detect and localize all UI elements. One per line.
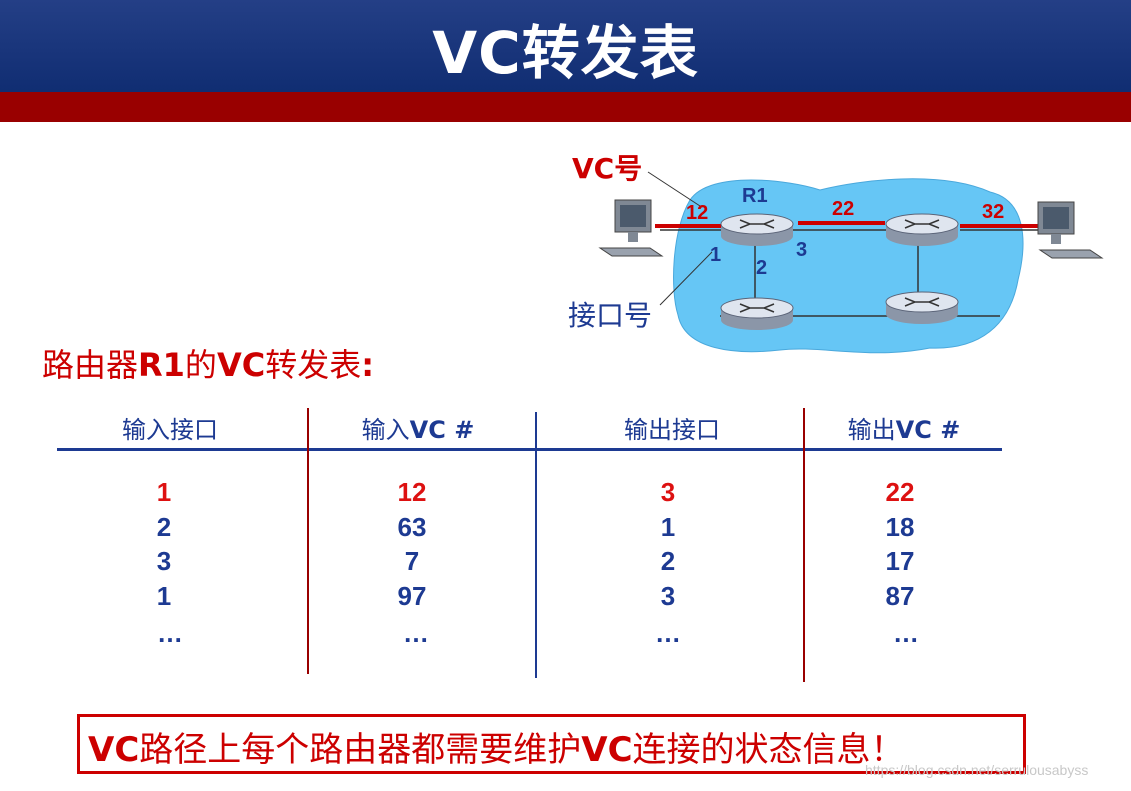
table-cell: 22 <box>885 477 915 507</box>
vc-mid-label: 22 <box>832 198 854 220</box>
header-out-vc: 输出VC # <box>794 410 1014 445</box>
title-stripe <box>0 92 1131 122</box>
host-computer-icon <box>1037 201 1104 259</box>
table-cell: 2 <box>660 546 676 576</box>
svg-text:32: 32 <box>982 201 1004 223</box>
table-cell: 1 <box>156 581 172 611</box>
table-cell: … <box>655 618 681 648</box>
note-box <box>77 714 1026 774</box>
svg-text:1: 1 <box>710 244 721 266</box>
title-bar <box>0 0 1131 92</box>
caption-suffix: 转发表 <box>265 346 362 384</box>
router-r1-icon <box>720 213 794 246</box>
table-caption: 路由器R1的VC转发表: <box>42 340 374 386</box>
port-1-label: 1 <box>710 244 721 266</box>
table-cell: 18 <box>885 512 915 542</box>
table-cell: … <box>403 618 429 648</box>
note-text: VC路径上每个路由器都需要维护VC连接的状态信息！ <box>88 722 905 771</box>
header-out-vc-bold: VC # <box>895 416 961 444</box>
table-cell: … <box>893 618 919 648</box>
table-cell: 3 <box>156 546 172 576</box>
note-text-part: 路径上每个路由器都需要维护 <box>139 730 582 770</box>
table-cell: 63 <box>397 512 427 542</box>
svg-text:3: 3 <box>796 239 807 261</box>
svg-text:22: 22 <box>832 198 854 220</box>
column-divider <box>803 408 805 682</box>
table-cell: 3 <box>660 581 676 611</box>
header-underline <box>57 448 1002 451</box>
header-in-interface: 输入接口 <box>122 416 218 444</box>
note-text-part: 连接的状态信息！ <box>632 730 905 770</box>
header-out-vc-prefix: 输出 <box>847 416 896 444</box>
network-diagram: VC号 接口号 R1 12 22 32 1 2 3 <box>568 152 1104 354</box>
header-in-vc-prefix: 输入 <box>361 416 410 444</box>
router-icon <box>885 291 959 324</box>
vc-out-label: 32 <box>982 201 1004 223</box>
table-cell: 17 <box>885 546 915 576</box>
svg-text:VC号: VC号 <box>572 152 642 185</box>
table-cell: 3 <box>660 477 676 507</box>
table-cell: 97 <box>397 581 427 611</box>
table-cell: 7 <box>404 546 420 576</box>
caption-mid: 的 <box>184 346 217 384</box>
port-3-label: 3 <box>796 239 807 261</box>
watermark: https://blog.csdn.net/serrulousabyss <box>865 762 1089 778</box>
svg-text:2: 2 <box>756 257 767 279</box>
vc-in-label: 12 <box>686 202 708 224</box>
caption-prefix: 路由器 <box>42 346 139 384</box>
svg-text:接口号: 接口号 <box>568 299 652 332</box>
port-number-label: 接口号 <box>568 299 652 332</box>
router-r1-label: R1 <box>742 185 768 207</box>
table-cell: 2 <box>156 512 172 542</box>
caption-colon: : <box>361 346 374 384</box>
vc-number-label: VC号 <box>572 152 642 185</box>
header-out-interface: 输出接口 <box>624 416 720 444</box>
note-vc: VC <box>581 730 633 770</box>
caption-vc: VC <box>216 346 266 384</box>
page-title: VC转发表 <box>432 19 699 87</box>
table-cell: … <box>157 618 183 648</box>
caption-router: R1 <box>138 346 185 384</box>
router-icon <box>720 297 794 330</box>
header-in-vc-bold: VC # <box>409 416 475 444</box>
note-vc: VC <box>88 730 140 770</box>
host-computer-icon <box>598 199 664 257</box>
router-icon <box>885 213 959 246</box>
svg-text:12: 12 <box>686 202 708 224</box>
table-cell: 1 <box>660 512 676 542</box>
table-cell: 87 <box>885 581 915 611</box>
column-divider <box>535 412 537 678</box>
svg-text:R1: R1 <box>742 185 768 207</box>
table-cell: 1 <box>156 477 172 507</box>
column-divider <box>307 408 309 674</box>
port-2-label: 2 <box>756 257 767 279</box>
header-in-vc: 输入VC # <box>308 410 528 445</box>
table-cell: 12 <box>397 477 427 507</box>
